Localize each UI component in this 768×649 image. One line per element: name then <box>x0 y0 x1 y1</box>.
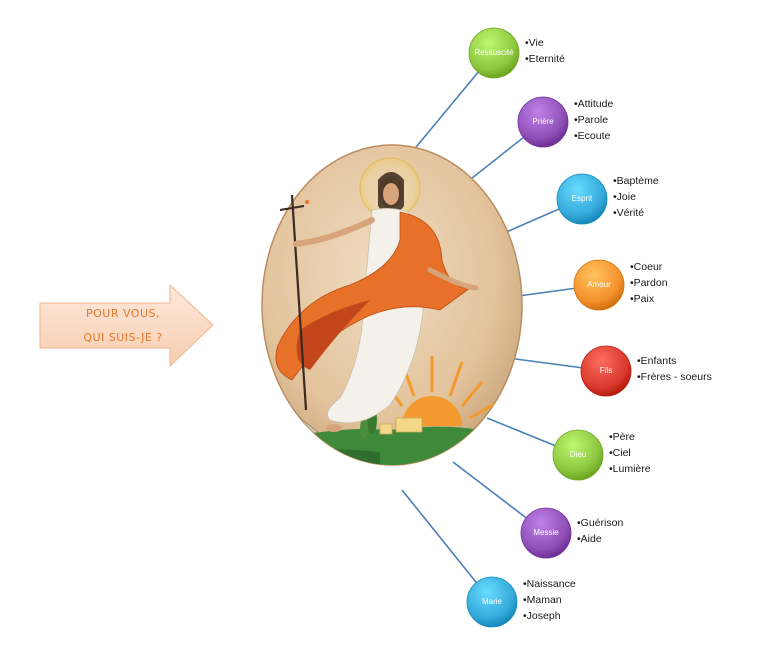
bullet-item: •Vérité <box>613 207 645 219</box>
bullet-item: •Guérison <box>577 517 624 529</box>
node-circle-ressuscite <box>468 27 520 79</box>
node-label-priere: Prière <box>532 117 554 126</box>
node-circle-messie <box>520 507 572 559</box>
bullet-list-ressuscite: •Vie •Eternité <box>525 35 565 67</box>
bullet-list-messie: •Guérison •Aide <box>577 515 623 547</box>
bullet-list-priere: •Attitude •Parole •Ecoute <box>574 96 613 144</box>
bullet-item: •Coeur <box>630 261 663 273</box>
bullet-item: •Pardon <box>630 277 668 289</box>
node-label-esprit: Esprit <box>571 194 593 203</box>
ground-icon <box>262 426 522 465</box>
node-label-dieu: Dieu <box>569 450 587 459</box>
bullet-list-fils: •Enfants •Frères - soeurs <box>637 353 712 385</box>
bullet-list-dieu: •Père •Ciel •Lumière <box>609 429 651 477</box>
bullet-item: •Paix <box>630 293 655 305</box>
bullet-item: •Naissance <box>523 578 576 590</box>
node-circle-marie <box>466 576 518 628</box>
bullet-list-esprit: •Baptème •Joie •Vérité <box>613 173 659 221</box>
bullet-item: •Eternité <box>525 53 565 65</box>
bullet-item: •Parole <box>574 114 609 126</box>
node-circle-priere <box>517 96 569 148</box>
bullet-item: •Maman <box>523 594 562 606</box>
node-label-messie: Messie <box>533 528 559 537</box>
bullet-item: •Joie <box>613 191 636 203</box>
bullet-item: •Frères - soeurs <box>637 371 712 383</box>
resurrection-illustration <box>261 144 523 466</box>
node-label-fils: Fils <box>599 366 613 375</box>
bullet-item: •Ciel <box>609 447 631 459</box>
node-circle-fils <box>580 345 632 397</box>
bullet-list-amour: •Coeur •Pardon •Paix <box>630 259 668 307</box>
node-circle-dieu <box>552 429 604 481</box>
node-label-ressuscite: Ressuscité <box>474 48 514 57</box>
bullet-item: •Lumière <box>609 463 651 475</box>
staff-icon <box>290 194 308 411</box>
bullet-list-marie: •Naissance •Maman •Joseph <box>523 576 576 624</box>
bullet-item: •Ecoute <box>574 130 611 142</box>
concept-nodes <box>466 27 632 628</box>
node-label-amour: Amour <box>587 280 611 289</box>
bullet-item: •Vie <box>525 37 544 49</box>
bullet-item: •Aide <box>577 533 602 545</box>
arrow-shape <box>39 283 214 368</box>
arrow-text-line2: QUI SUIS-JE ? <box>83 331 163 344</box>
arrow-text-line1: POUR VOUS, <box>85 307 160 320</box>
bullet-item: •Enfants <box>637 355 677 367</box>
node-circle-amour <box>573 259 625 311</box>
bullet-item: •Joseph <box>523 610 561 622</box>
node-circle-esprit <box>556 173 608 225</box>
bullet-item: •Baptème <box>613 175 659 187</box>
bullet-item: •Attitude <box>574 98 614 110</box>
bullet-item: •Père <box>609 431 635 443</box>
node-label-marie: Marie <box>481 597 502 606</box>
